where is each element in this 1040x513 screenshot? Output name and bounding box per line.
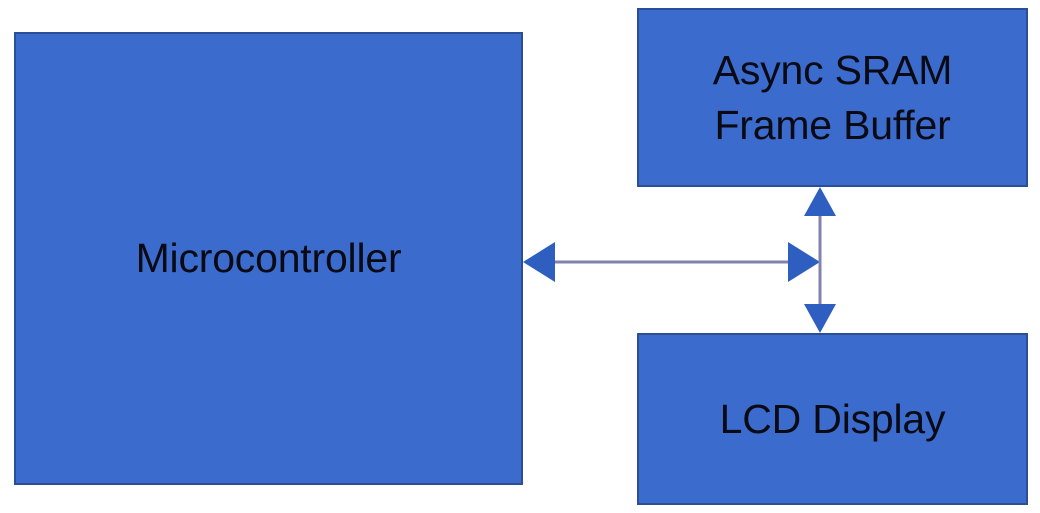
arrowhead-left-icon bbox=[523, 242, 555, 282]
block-microcontroller-label: Microcontroller bbox=[135, 235, 402, 282]
block-lcd-display[interactable]: LCD Display bbox=[637, 333, 1028, 505]
block-lcd-display-label: LCD Display bbox=[719, 395, 946, 442]
connector-sram-lcd-bus[interactable] bbox=[804, 187, 836, 333]
arrowhead-down-icon bbox=[804, 304, 836, 333]
arrowhead-right-icon bbox=[788, 242, 820, 282]
connector-microcontroller-bus[interactable] bbox=[523, 242, 820, 282]
arrowhead-up-icon bbox=[804, 187, 836, 216]
block-async-sram-frame-buffer[interactable]: Async SRAM Frame Buffer bbox=[637, 8, 1028, 187]
block-microcontroller[interactable]: Microcontroller bbox=[14, 32, 523, 485]
block-async-sram-frame-buffer-label-line2: Frame Buffer bbox=[714, 101, 951, 148]
block-async-sram-frame-buffer-label-line1: Async SRAM bbox=[712, 47, 953, 94]
